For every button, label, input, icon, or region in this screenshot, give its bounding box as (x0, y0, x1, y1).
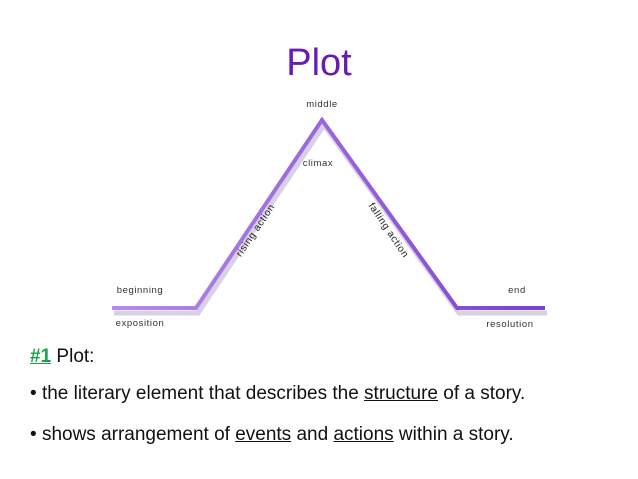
label-rising-action: rising action (234, 202, 277, 259)
label-exposition: exposition (116, 318, 165, 329)
keyword-actions: actions (333, 424, 394, 445)
bullet-char: • (30, 424, 37, 445)
definition-heading-text: Plot: (51, 346, 95, 367)
bullet-text: of a story. (437, 383, 526, 404)
label-end: end (508, 285, 526, 296)
label-beginning: beginning (117, 285, 164, 296)
bullet-text: the literary element that describes the (41, 383, 365, 404)
label-resolution: resolution (486, 319, 533, 330)
label-climax: climax (303, 158, 334, 169)
bullet-item-structure: • the literary element that describes th… (30, 383, 525, 405)
plot-line-shadow (114, 120, 547, 316)
bullet-item-arrangement: • shows arrangement of events and action… (30, 424, 514, 446)
plot-line (112, 116, 545, 310)
keyword-events: events (235, 424, 292, 445)
definition-heading: #1 Plot: (30, 346, 94, 368)
label-middle: middle (306, 99, 338, 110)
bullet-text: and (291, 424, 334, 445)
bullet-char: • (30, 383, 37, 404)
keyword-structure: structure (364, 383, 438, 404)
definition-number: #1 (30, 346, 52, 367)
page-title: Plot (286, 42, 352, 84)
bullet-text: within a story. (393, 424, 514, 445)
bullet-text: shows arrangement of (41, 424, 236, 445)
